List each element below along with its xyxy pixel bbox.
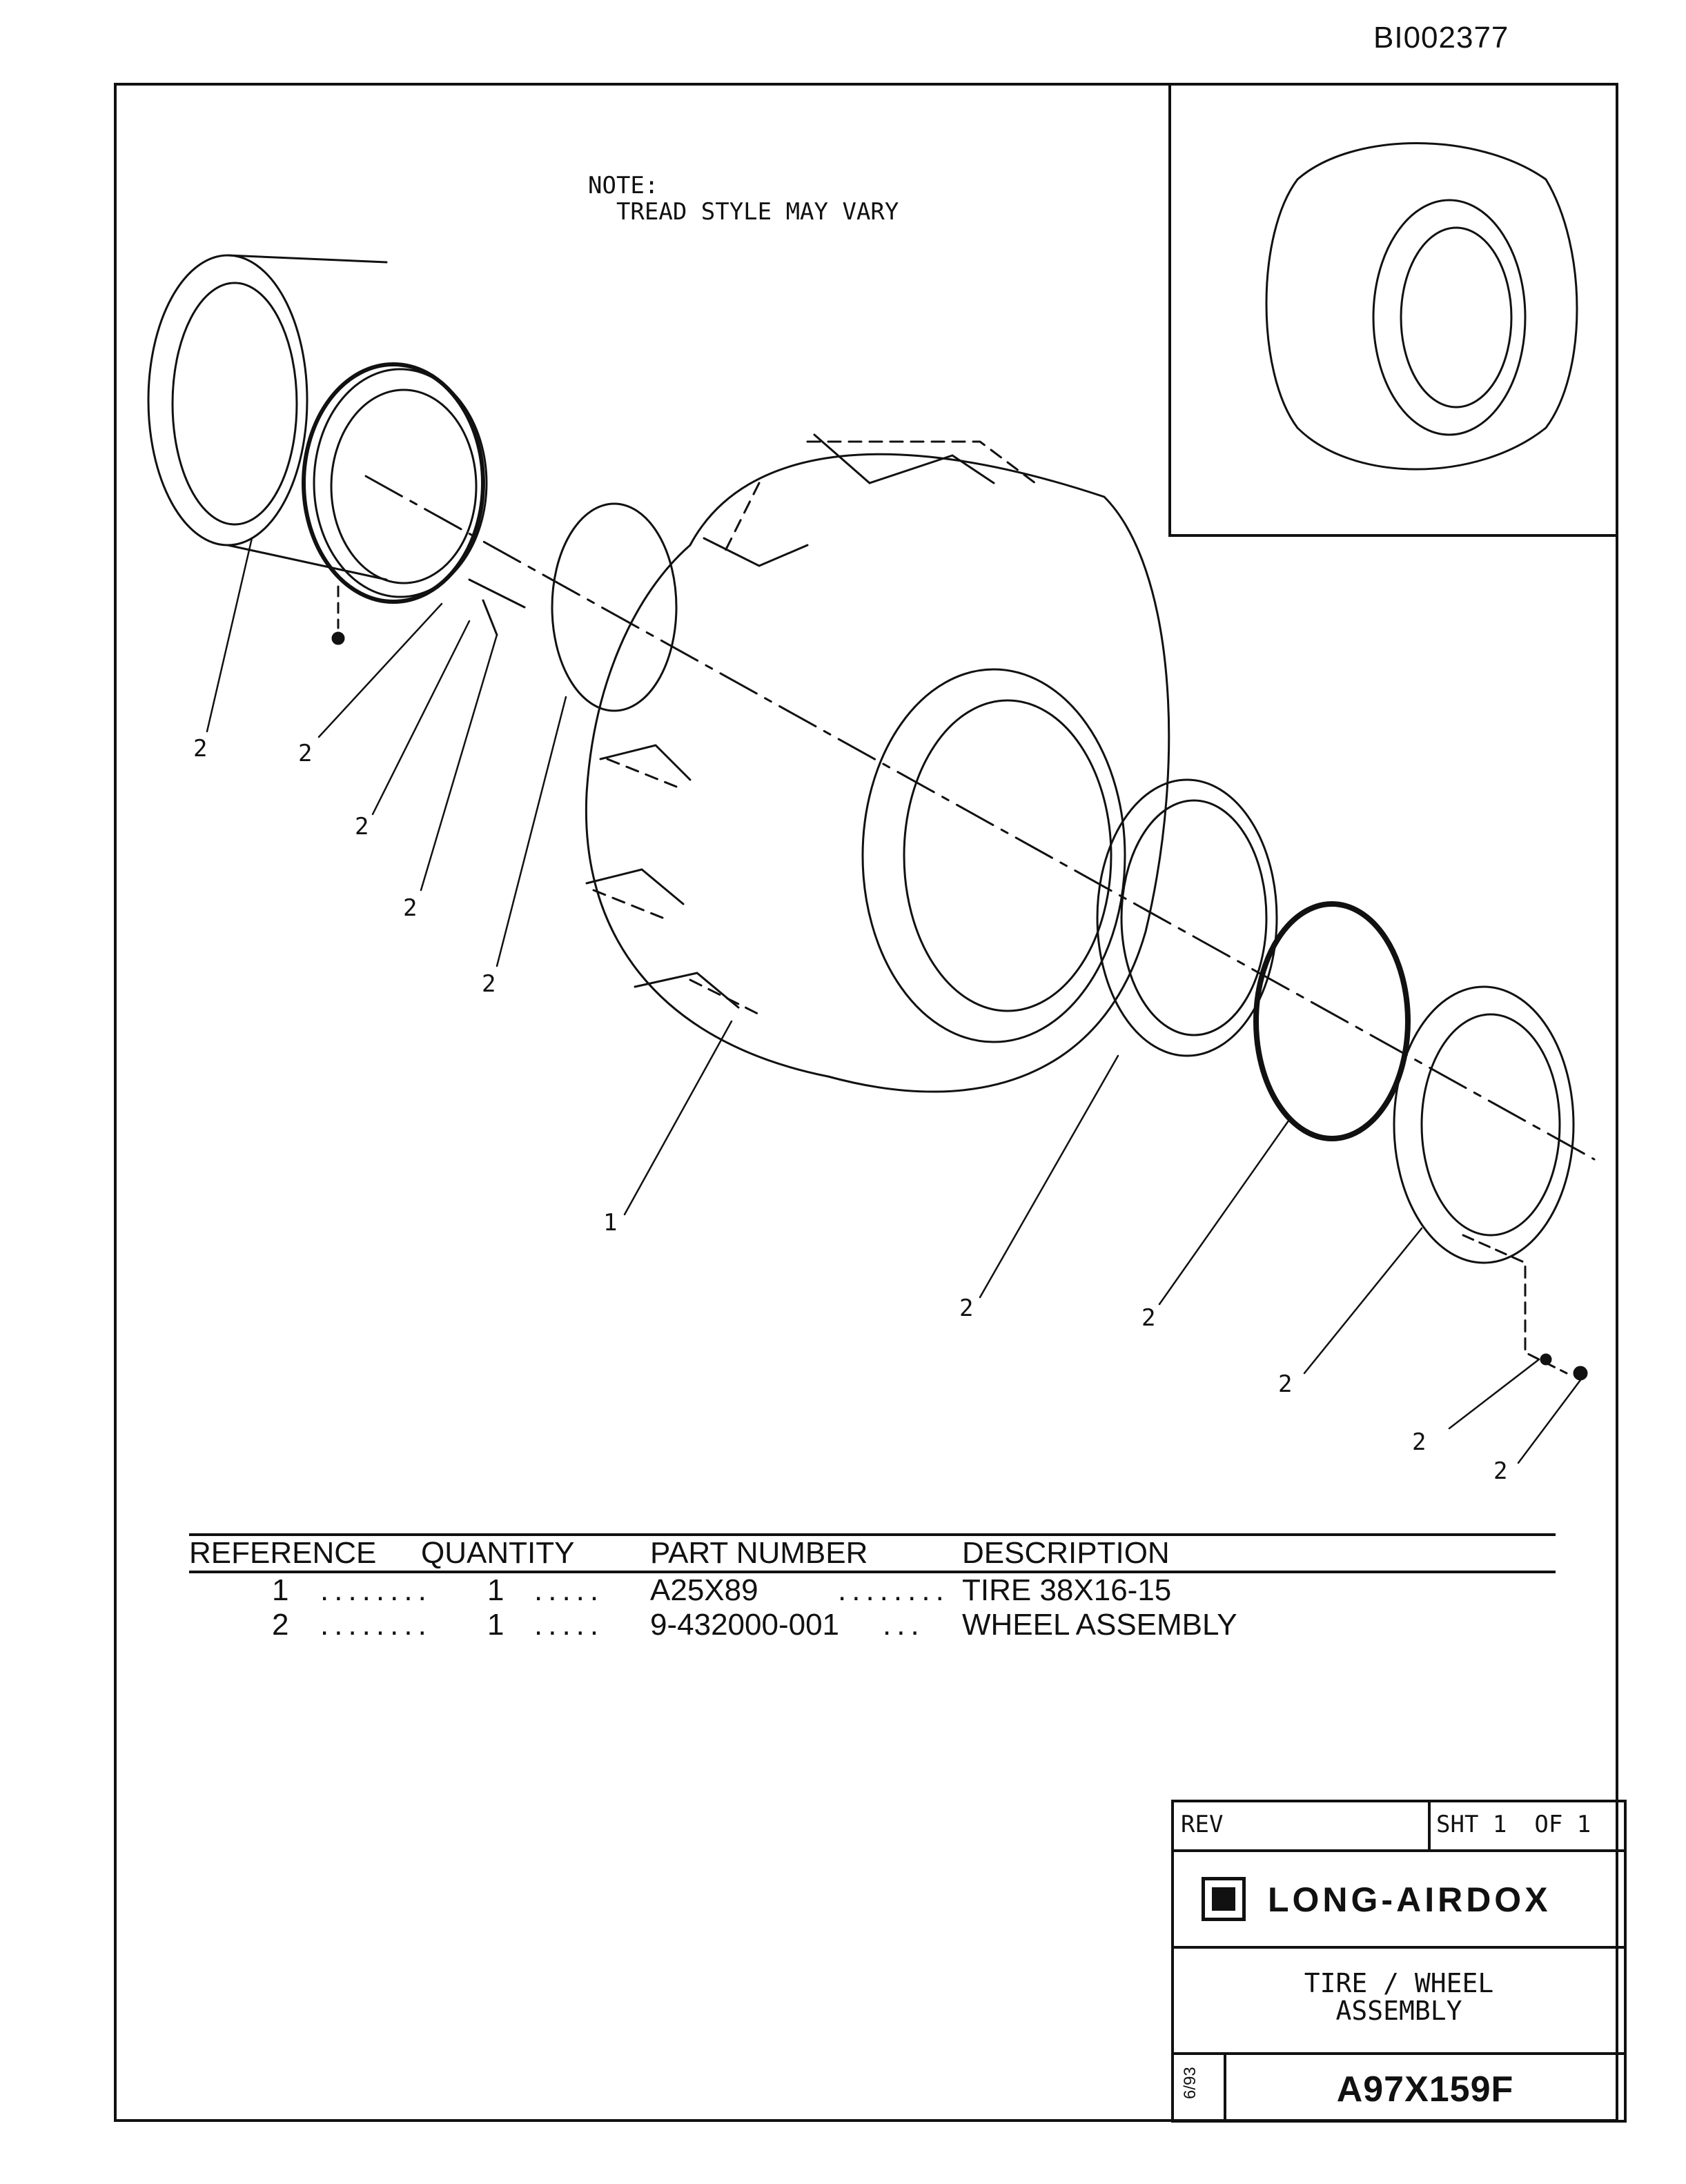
drawing-note: NOTE: TREAD STYLE MAY VARY [588,173,899,225]
of-label: OF 1 [1534,1811,1591,1838]
callout-label: 2 [1278,1370,1293,1398]
parts-table: REFERENCE QUANTITY PART NUMBER DESCRIPTI… [189,1533,1556,1642]
drawing-title-cell: TIRE / WHEEL ASSEMBLY [1174,1949,1624,2055]
retaining-ring-illustration [1096,778,1278,1057]
table-row: 2 ........ 1 ..... 9-432000-001 ... WHEE… [189,1608,1556,1642]
long-airdox-logo-icon [1202,1877,1246,1921]
inset-view-frame [1168,83,1618,537]
title-block: REV SHT 1 OF 1 LONG-AIRDOX TIRE / WHEEL A… [1171,1800,1627,2123]
callout-label: 2 [403,894,418,922]
dot-leader: ........ [320,1573,432,1607]
inset-tire-illustration [1265,142,1578,471]
header-quantity: QUANTITY [421,1536,575,1570]
table-row: 1 ........ 1 ..... A25X89 ........ TIRE … [189,1573,1556,1608]
tire-illustration [585,433,1170,1093]
dot-leader: ... [883,1608,925,1642]
o-ring-illustration [1253,901,1411,1141]
drawing-frame [114,83,1618,2122]
title-line-2: ASSEMBLY [1335,1996,1462,2026]
cell-reference: 1 [272,1573,289,1607]
title-line-1: TIRE / WHEEL [1304,1968,1494,1998]
cell-reference: 2 [272,1608,289,1642]
dot-leader: ..... [534,1573,605,1607]
header-reference: REFERENCE [189,1536,377,1570]
drawing-number: A97X159F [1336,2069,1514,2109]
date-cell: 6/93 [1174,2055,1226,2120]
callout-label: 2 [193,735,208,763]
dot-leader: ........ [838,1573,950,1607]
sheet-cell: SHT 1 OF 1 [1431,1802,1624,1852]
cell-part-number: A25X89 [650,1573,758,1607]
callout-label: 2 [959,1295,974,1322]
callout-label: 2 [355,813,369,840]
callout-label: 2 [298,740,313,767]
axis-centerline [364,475,1596,1161]
note-text: TREAD STYLE MAY VARY [616,198,899,226]
document-id: BI002377 [1373,21,1509,55]
sheet-label: SHT 1 [1436,1811,1507,1838]
drawing-number-cell: A97X159F [1226,2055,1624,2120]
parts-table-header: REFERENCE QUANTITY PART NUMBER DESCRIPTI… [189,1533,1556,1573]
callout-label: 2 [1141,1304,1156,1332]
fasteners-illustration [331,578,1588,1381]
dot-leader: ........ [320,1608,432,1642]
cell-quantity: 1 [487,1608,504,1642]
company-cell: LONG-AIRDOX [1174,1852,1624,1949]
table-top-rule [189,1533,1556,1536]
revision-cell: REV [1174,1802,1431,1852]
bead-seat-ring-illustration [551,502,678,712]
wheel-rim-illustration [147,254,488,604]
company-name: LONG-AIRDOX [1268,1880,1551,1919]
cell-part-number: 9-432000-001 [650,1608,840,1642]
callout-label: 2 [1412,1428,1427,1456]
header-part-number: PART NUMBER [650,1536,868,1570]
callout-label: 2 [482,970,496,998]
callout-label: 1 [603,1209,618,1237]
cell-description: TIRE 38X16-15 [962,1573,1172,1607]
dot-leader: ..... [534,1608,605,1642]
drawing-date: 6/93 [1181,2067,1199,2099]
rev-label: REV [1181,1811,1224,1838]
callout-leader-lines [206,537,1582,1464]
cell-quantity: 1 [487,1573,504,1607]
note-heading: NOTE: [588,172,659,199]
callout-label: 2 [1493,1457,1508,1485]
cell-description: WHEEL ASSEMBLY [962,1608,1237,1642]
header-description: DESCRIPTION [962,1536,1170,1570]
flange-illustration [1393,985,1575,1264]
